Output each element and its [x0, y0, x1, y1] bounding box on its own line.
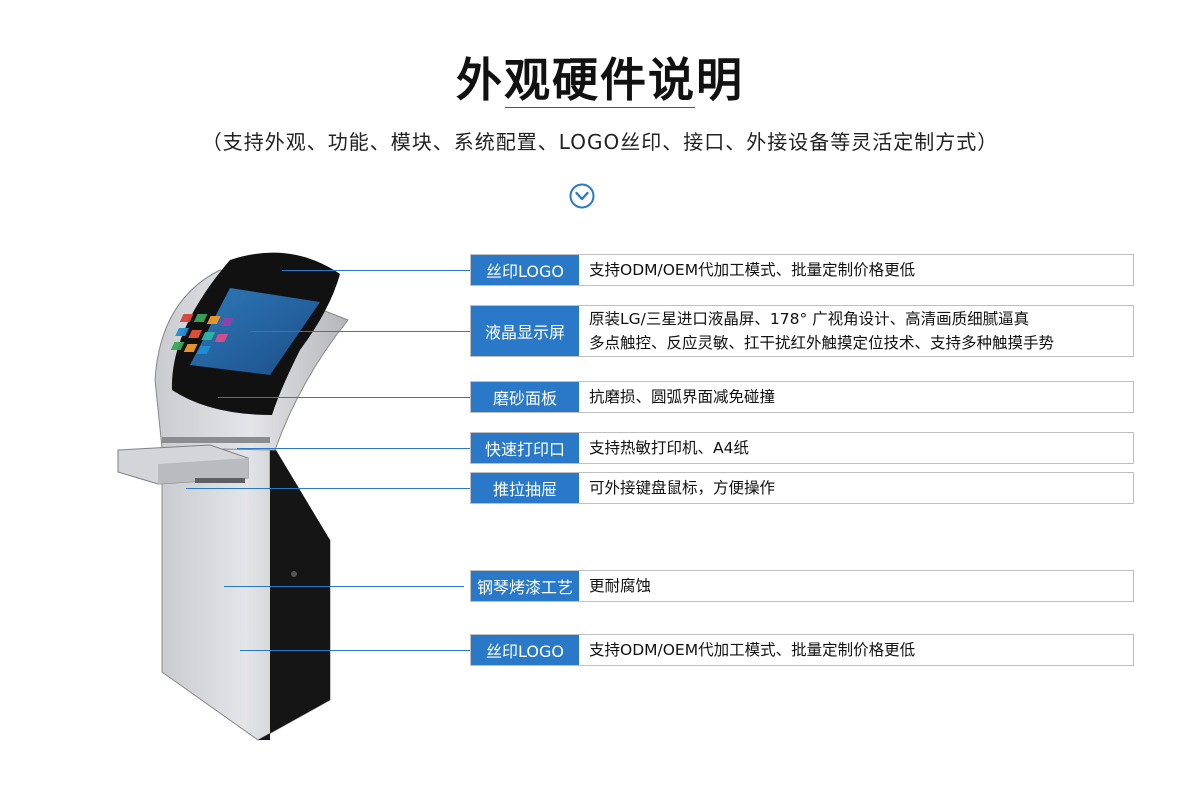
feature-label: 液晶显示屏	[471, 306, 579, 356]
feature-label: 磨砂面板	[471, 382, 579, 412]
feature-desc-line: 可外接键盘鼠标，方便操作	[589, 479, 776, 497]
feature-row: 快速打印口 支持热敏打印机、A4纸	[470, 432, 1134, 464]
kiosk-illustration	[117, 252, 349, 741]
feature-row: 磨砂面板 抗磨损、圆弧界面减免碰撞	[470, 381, 1134, 413]
feature-row: 丝印LOGO 支持ODM/OEM代加工模式、批量定制价格更低	[470, 254, 1134, 286]
feature-desc-line: 多点触控、反应灵敏、扛干扰红外触摸定位技术、支持多种触摸手势	[589, 334, 1055, 352]
feature-row: 液晶显示屏 原装LG/三星进口液晶屏、178° 广视角设计、高清画质细腻逼真 多…	[470, 305, 1134, 357]
feature-desc: 可外接键盘鼠标，方便操作	[579, 473, 1133, 503]
title-underline	[505, 107, 695, 108]
connector-line	[282, 270, 470, 271]
feature-desc: 原装LG/三星进口液晶屏、178° 广视角设计、高清画质细腻逼真 多点触控、反应…	[579, 306, 1133, 356]
page-subtitle: （支持外观、功能、模块、系统配置、LOGO丝印、接口、外接设备等灵活定制方式）	[201, 130, 999, 154]
feature-desc: 支持热敏打印机、A4纸	[579, 433, 1133, 463]
feature-desc-line: 支持热敏打印机、A4纸	[589, 439, 749, 457]
feature-desc: 支持ODM/OEM代加工模式、批量定制价格更低	[579, 635, 1133, 665]
feature-desc-line: 支持ODM/OEM代加工模式、批量定制价格更低	[589, 641, 916, 659]
feature-label: 钢琴烤漆工艺	[471, 571, 579, 601]
feature-desc-line: 更耐腐蚀	[589, 577, 652, 595]
page-title: 外观硬件说明	[456, 53, 744, 107]
feature-desc: 支持ODM/OEM代加工模式、批量定制价格更低	[579, 255, 1133, 285]
feature-row: 丝印LOGO 支持ODM/OEM代加工模式、批量定制价格更低	[470, 634, 1134, 666]
connector-line	[240, 650, 470, 651]
feature-desc-line: 支持ODM/OEM代加工模式、批量定制价格更低	[589, 261, 916, 279]
feature-desc-line: 抗磨损、圆弧界面减免碰撞	[589, 388, 776, 406]
feature-row: 推拉抽屉 可外接键盘鼠标，方便操作	[470, 472, 1134, 504]
connector-line	[218, 397, 470, 398]
connector-line	[186, 488, 470, 489]
feature-label: 快速打印口	[471, 433, 579, 463]
connector-line	[224, 586, 464, 587]
feature-label: 丝印LOGO	[471, 255, 579, 285]
connector-line	[237, 448, 470, 449]
feature-desc-line: 原装LG/三星进口液晶屏、178° 广视角设计、高清画质细腻逼真	[589, 310, 1030, 328]
feature-label: 丝印LOGO	[471, 635, 579, 665]
connector-line	[250, 331, 470, 332]
feature-desc: 抗磨损、圆弧界面减免碰撞	[579, 382, 1133, 412]
feature-desc: 更耐腐蚀	[579, 571, 1133, 601]
feature-row: 钢琴烤漆工艺 更耐腐蚀	[470, 570, 1134, 602]
chevron-down-circle-icon[interactable]	[569, 183, 595, 209]
feature-label: 推拉抽屉	[471, 473, 579, 503]
